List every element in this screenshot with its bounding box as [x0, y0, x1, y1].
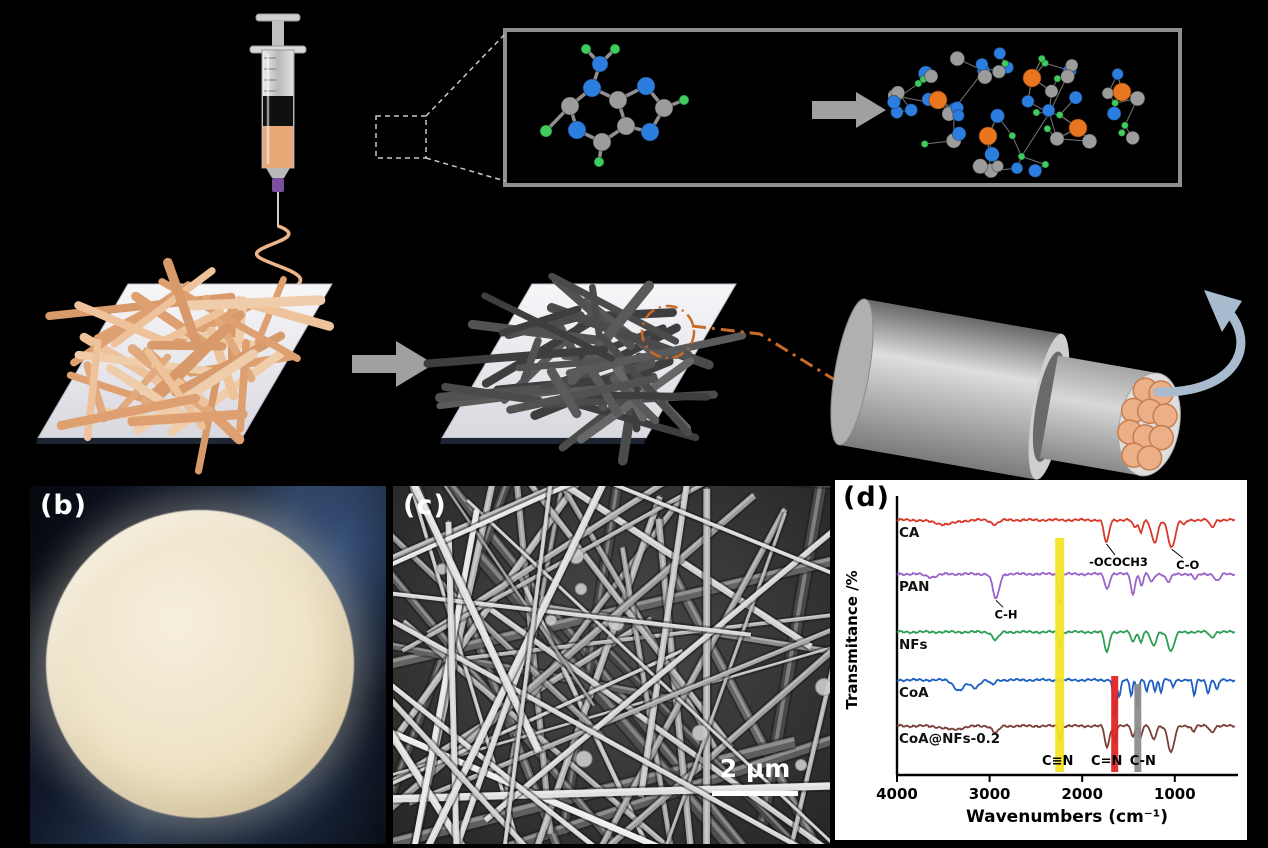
peak-label: C-H: [994, 607, 1017, 621]
highlight-bar: [1111, 676, 1119, 772]
spectrum-CA: [896, 517, 1236, 549]
scale-bar-text: 2 μm: [719, 754, 791, 783]
bond-label: C≡N: [1042, 754, 1073, 769]
panel-b-membrane-photo: (b): [30, 486, 386, 844]
x-tick-label: 2000: [1061, 785, 1103, 803]
membrane-disc: [46, 510, 354, 818]
x-tick-label: 3000: [969, 785, 1011, 803]
series-label: PAN: [899, 579, 929, 595]
series-label: CoA@NFs-0.2: [899, 731, 1000, 747]
y-axis-label: Transmitance /%: [843, 570, 861, 709]
x-tick-label: 4000: [876, 785, 918, 803]
x-axis-label: Wavenumbers (cm⁻¹): [966, 807, 1168, 827]
highlight-bar: [1055, 538, 1065, 772]
panel-d-label: (d): [843, 482, 891, 513]
spectrum-NFs: [896, 629, 1236, 654]
peak-label: -OCOCH3: [1089, 555, 1148, 569]
highlight-bar: [1134, 684, 1142, 772]
sem-micrograph: [393, 486, 830, 844]
spectrum-CoA@NFs-0.2: [896, 723, 1236, 754]
spectrum-CoA: [896, 677, 1235, 718]
peak-label: C-O: [1176, 558, 1199, 572]
bond-label: C-N: [1130, 754, 1156, 769]
series-label: NFs: [899, 637, 928, 653]
series-label: CoA: [899, 685, 929, 701]
series-label: CA: [899, 525, 920, 541]
panel-c-label: (c): [403, 490, 447, 521]
scale-bar: [712, 791, 798, 796]
x-tick-label: 1000: [1154, 785, 1196, 803]
panel-b-label: (b): [40, 490, 88, 521]
spectrum-PAN: [896, 571, 1236, 606]
bond-label: C=N: [1091, 754, 1122, 769]
panel-c-sem-image: (c) 2 μm: [393, 486, 830, 844]
